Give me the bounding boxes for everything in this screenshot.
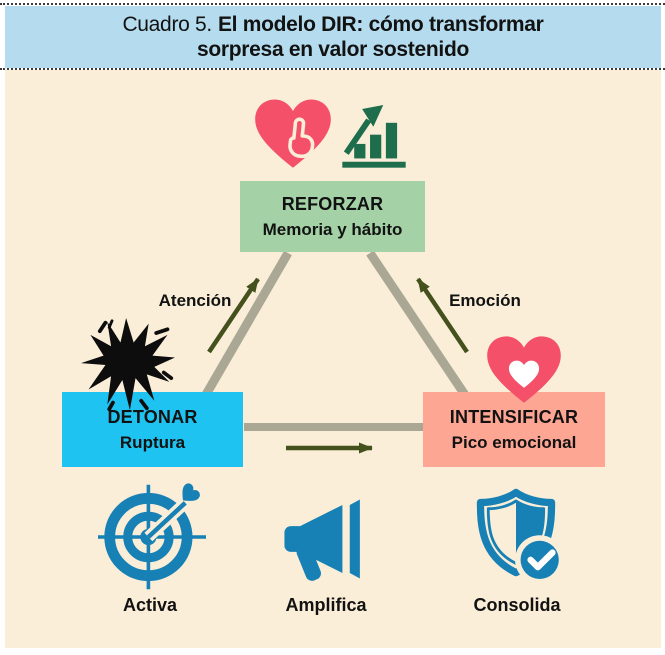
title-line-2: sorpresa en valor sostenido <box>197 38 469 61</box>
page-title: Cuadro 5.El modelo DIR: cómo transformar… <box>122 12 543 62</box>
node-reforzar: REFORZAR Memoria y hábito <box>240 181 425 252</box>
checkmark-icon <box>527 549 556 571</box>
dart-fletching-icon <box>182 483 200 501</box>
footer-label-consolida: Consolida <box>473 595 561 615</box>
target-dart-icon <box>97 483 207 591</box>
footer-label-activa: Activa <box>122 595 178 615</box>
node-intensificar: INTENSIFICAR Pico emocional <box>423 392 605 467</box>
node-title: INTENSIFICAR <box>449 406 579 427</box>
edge-label-atencion: Atención <box>158 291 232 310</box>
megaphone-icon <box>277 493 371 585</box>
node-title: DETONAR <box>107 406 198 427</box>
heart-click-icon <box>251 97 335 171</box>
check-badge-icon <box>520 540 559 579</box>
title-line-1: Cuadro 5.El modelo DIR: cómo transformar <box>122 13 544 36</box>
node-subtitle: Memoria y hábito <box>262 219 403 239</box>
node-title: REFORZAR <box>281 193 384 214</box>
edge-label-emocion: Emoción <box>449 291 521 310</box>
shield-check-icon <box>465 485 567 591</box>
growth-chart-icon <box>341 103 407 169</box>
burst-icon <box>80 318 176 412</box>
footer-label-amplifica: Amplifica <box>285 595 367 615</box>
top-divider <box>0 3 665 5</box>
title-kicker: Cuadro 5. <box>122 13 212 36</box>
heart-icon <box>479 334 569 406</box>
node-subtitle: Ruptura <box>119 432 186 452</box>
node-detonar: DETONAR Ruptura <box>62 392 243 467</box>
header-divider <box>0 68 665 70</box>
node-subtitle: Pico emocional <box>451 432 577 452</box>
header: Cuadro 5.El modelo DIR: cómo transformar… <box>5 6 661 68</box>
pointer-hand-icon <box>288 117 315 159</box>
inner-heart-icon <box>508 360 540 388</box>
